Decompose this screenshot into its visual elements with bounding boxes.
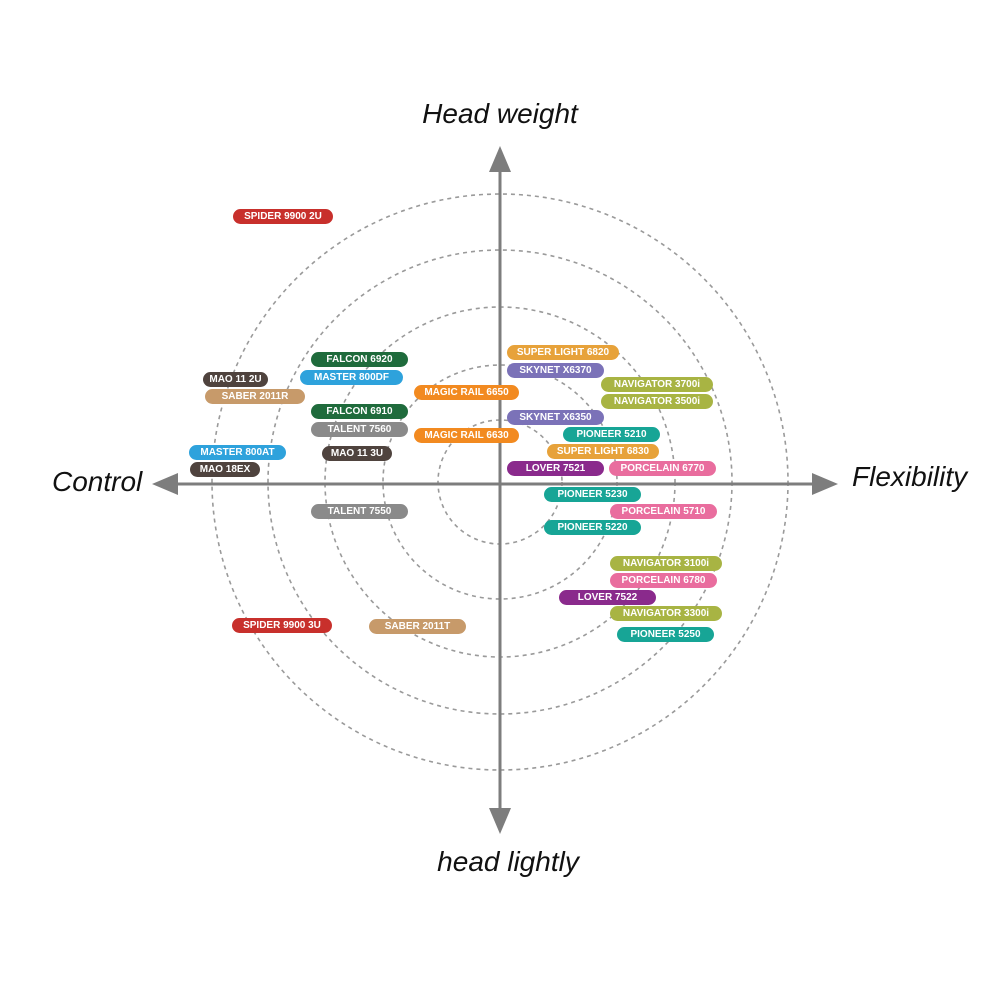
- product-label: NAVIGATOR 3700i: [601, 377, 713, 392]
- product-label: MAO 18EX: [190, 462, 260, 477]
- product-label: MAO 11 2U: [203, 372, 268, 387]
- product-label: TALENT 7560: [311, 422, 408, 437]
- product-label: PIONEER 5210: [563, 427, 660, 442]
- ring-5: [211, 193, 789, 771]
- arrow-left-icon: [152, 473, 178, 495]
- product-label: LOVER 7521: [507, 461, 604, 476]
- axes: [152, 146, 838, 834]
- product-label: SPIDER 9900 3U: [232, 618, 332, 633]
- product-label: PIONEER 5220: [544, 520, 641, 535]
- product-label: MASTER 800AT: [189, 445, 286, 460]
- product-label: SUPER LIGHT 6830: [547, 444, 659, 459]
- axis-label-right: Flexibility: [852, 461, 968, 492]
- product-label: SKYNET X6350: [507, 410, 604, 425]
- product-label: PIONEER 5230: [544, 487, 641, 502]
- ring-2: [382, 364, 618, 600]
- arrow-up-icon: [489, 146, 511, 172]
- product-label: SPIDER 9900 2U: [233, 209, 333, 224]
- axis-label-top: Head weight: [422, 98, 578, 129]
- product-label: MAO 11 3U: [322, 446, 392, 461]
- product-label: SABER 2011R: [205, 389, 305, 404]
- product-label: NAVIGATOR 3100i: [610, 556, 722, 571]
- product-label: NAVIGATOR 3300i: [610, 606, 722, 621]
- product-label: MAGIC RAIL 6650: [414, 385, 519, 400]
- product-label: TALENT 7550: [311, 504, 408, 519]
- product-label: FALCON 6920: [311, 352, 408, 367]
- product-label: PORCELAIN 5710: [610, 504, 717, 519]
- product-label: MAGIC RAIL 6630: [414, 428, 519, 443]
- arrow-down-icon: [489, 808, 511, 834]
- product-label: LOVER 7522: [559, 590, 656, 605]
- product-label: MASTER 800DF: [300, 370, 403, 385]
- product-label: SABER 2011T: [369, 619, 466, 634]
- product-label: PORCELAIN 6770: [609, 461, 716, 476]
- product-label: SUPER LIGHT 6820: [507, 345, 619, 360]
- axis-label-bottom: head lightly: [437, 846, 579, 877]
- product-label: NAVIGATOR 3500i: [601, 394, 713, 409]
- arrow-right-icon: [812, 473, 838, 495]
- axis-label-left: Control: [52, 466, 143, 497]
- product-label: FALCON 6910: [311, 404, 408, 419]
- ring-4: [267, 249, 733, 715]
- product-label: PORCELAIN 6780: [610, 573, 717, 588]
- product-label: SKYNET X6370: [507, 363, 604, 378]
- product-label: PIONEER 5250: [617, 627, 714, 642]
